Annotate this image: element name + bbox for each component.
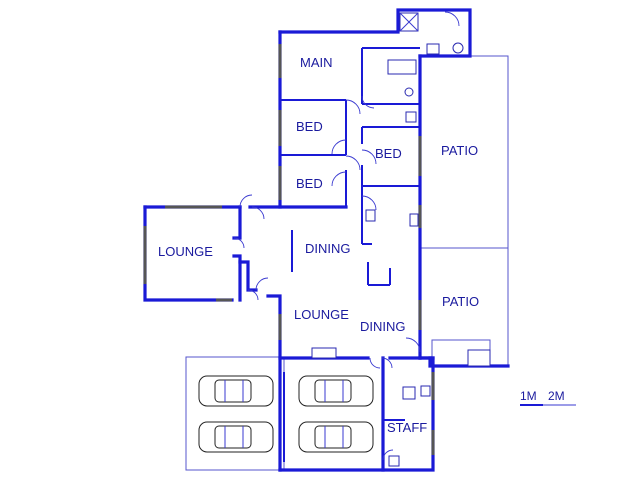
windows [143,44,435,455]
doors [233,11,460,461]
toilet-bowl-icon [452,42,464,54]
room-label-bed-3: BED [296,176,323,191]
fireplace-icon [311,347,337,359]
room-label-patio-top: PATIO [441,143,478,158]
fixtures [311,12,491,467]
basin-icon-2 [405,111,417,123]
room-label-lounge-left: LOUNGE [158,244,213,259]
patio-outline [420,55,509,367]
car-icon [198,421,274,453]
basin-icon [426,43,440,55]
room-label-staff: STAFF [387,420,427,435]
car-icon [298,375,374,407]
sink-icon [409,213,419,227]
braai-icon [467,349,491,367]
scale-label-1m: 1M [520,389,537,403]
interior-walls [280,47,420,421]
room-labels: MAIN BED BED BED PATIO PATIO LOUNGE DINI… [158,55,479,435]
room-label-main: MAIN [300,55,333,70]
basin-icon-3 [420,385,431,397]
shower-icon [402,386,416,400]
bathtub-icon [387,59,417,75]
room-label-lounge-center: LOUNGE [294,307,349,322]
room-label-dining-lower: DINING [360,319,406,334]
scale-bar: 1M 2M [520,389,576,406]
room-label-patio-bottom: PATIO [442,294,479,309]
scale-label-2m: 2M [548,389,565,403]
car-icon [298,421,374,453]
room-label-dining-center: DINING [305,241,351,256]
car-icon [198,375,274,407]
room-label-bed-1: BED [296,119,323,134]
room-label-bed-2: BED [375,146,402,161]
toilet-icon-3 [388,455,400,467]
cars [198,372,374,462]
toilet-icon-2 [404,87,414,97]
stove-icon [365,209,376,222]
